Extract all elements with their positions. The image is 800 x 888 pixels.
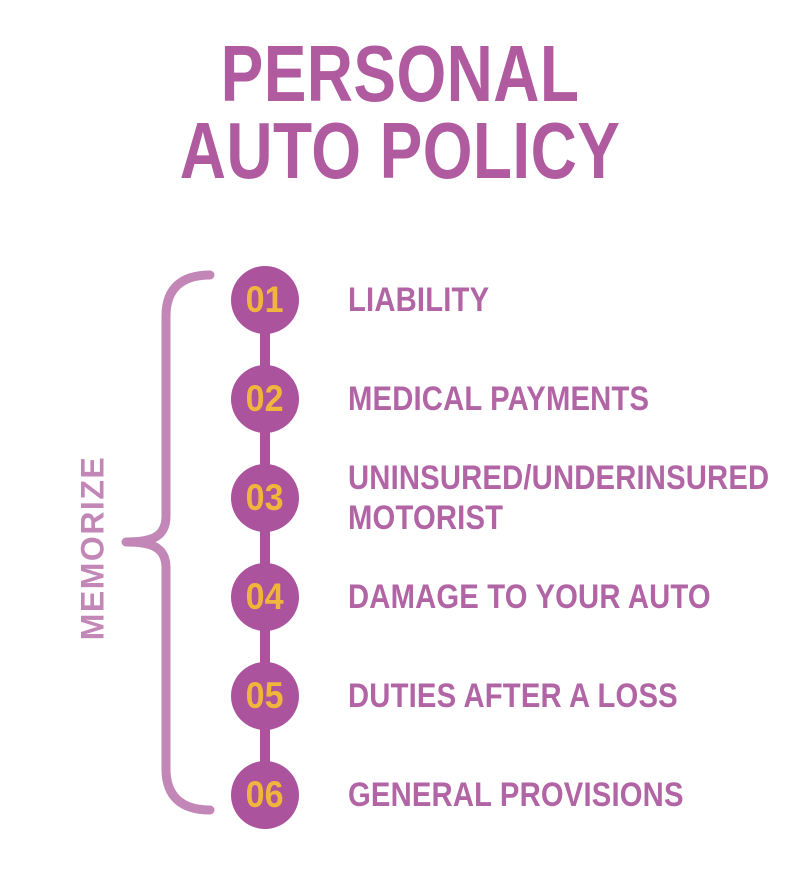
timeline-connector-line — [260, 296, 270, 796]
label-line-2: MOTORIST — [348, 499, 504, 537]
curly-brace-icon — [110, 270, 230, 815]
label-line-1: DUTIES AFTER A LOSS — [348, 677, 678, 715]
list-item[interactable]: 02 MEDICAL PAYMENTS — [231, 365, 771, 464]
step-badge-02: 02 — [231, 365, 299, 433]
coverage-label-05: DUTIES AFTER A LOSS — [348, 662, 731, 730]
label-line-1: UNINSURED/UNDERINSURED — [348, 459, 770, 497]
title-line-1: PERSONAL — [220, 29, 580, 118]
label-line-1: LIABILITY — [348, 281, 490, 319]
list-item[interactable]: 03 UNINSURED/UNDERINSURED MOTORIST — [231, 459, 771, 563]
list-item[interactable]: 04 DAMAGE TO YOUR AUTO — [231, 563, 771, 662]
step-badge-04: 04 — [231, 563, 299, 631]
step-badge-03: 03 — [231, 464, 299, 532]
step-badge-01: 01 — [231, 266, 299, 334]
coverage-label-04: DAMAGE TO YOUR AUTO — [348, 563, 770, 631]
page-title: PERSONAL AUTO POLICY — [0, 29, 800, 195]
list-item[interactable]: 06 GENERAL PROVISIONS — [231, 761, 771, 829]
step-number: 06 — [246, 774, 284, 815]
step-number: 01 — [246, 279, 284, 320]
coverage-label-02: MEDICAL PAYMENTS — [348, 365, 698, 433]
label-line-1: DAMAGE TO YOUR AUTO — [348, 578, 711, 616]
policy-coverage-list: 01 LIABILITY 02 MEDICAL PAYMENTS 03 UNIN… — [231, 266, 771, 829]
step-number: 02 — [246, 378, 284, 419]
step-number: 04 — [246, 576, 284, 617]
label-line-1: MEDICAL PAYMENTS — [348, 380, 650, 418]
coverage-label-03: UNINSURED/UNDERINSURED MOTORIST — [348, 459, 800, 537]
list-item[interactable]: 05 DUTIES AFTER A LOSS — [231, 662, 771, 761]
coverage-label-06: GENERAL PROVISIONS — [348, 761, 738, 829]
step-badge-05: 05 — [231, 662, 299, 730]
memorize-text: MEMORIZE — [74, 455, 111, 641]
step-number: 03 — [246, 477, 284, 518]
list-item[interactable]: 01 LIABILITY — [231, 266, 771, 365]
title-line-2: AUTO POLICY — [179, 105, 621, 195]
step-badge-06: 06 — [231, 761, 299, 829]
step-number: 05 — [246, 675, 284, 716]
label-line-1: GENERAL PROVISIONS — [348, 776, 684, 814]
coverage-label-01: LIABILITY — [348, 266, 512, 334]
